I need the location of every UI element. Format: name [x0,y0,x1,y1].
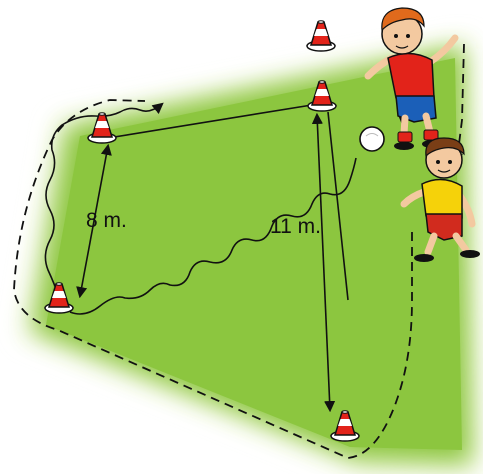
dribble-path-left [44,102,164,301]
measure-11m-left [311,112,336,413]
player-running [400,137,480,262]
cone-icon [306,20,336,52]
measure-11m-right [327,111,349,301]
label-8m: 8 m. [86,209,127,232]
label-11m: 11 m. [270,215,321,238]
measure-8m [76,143,112,299]
player-kicking [364,7,459,150]
soccer-ball-icon [359,126,385,152]
top-line [107,103,319,139]
